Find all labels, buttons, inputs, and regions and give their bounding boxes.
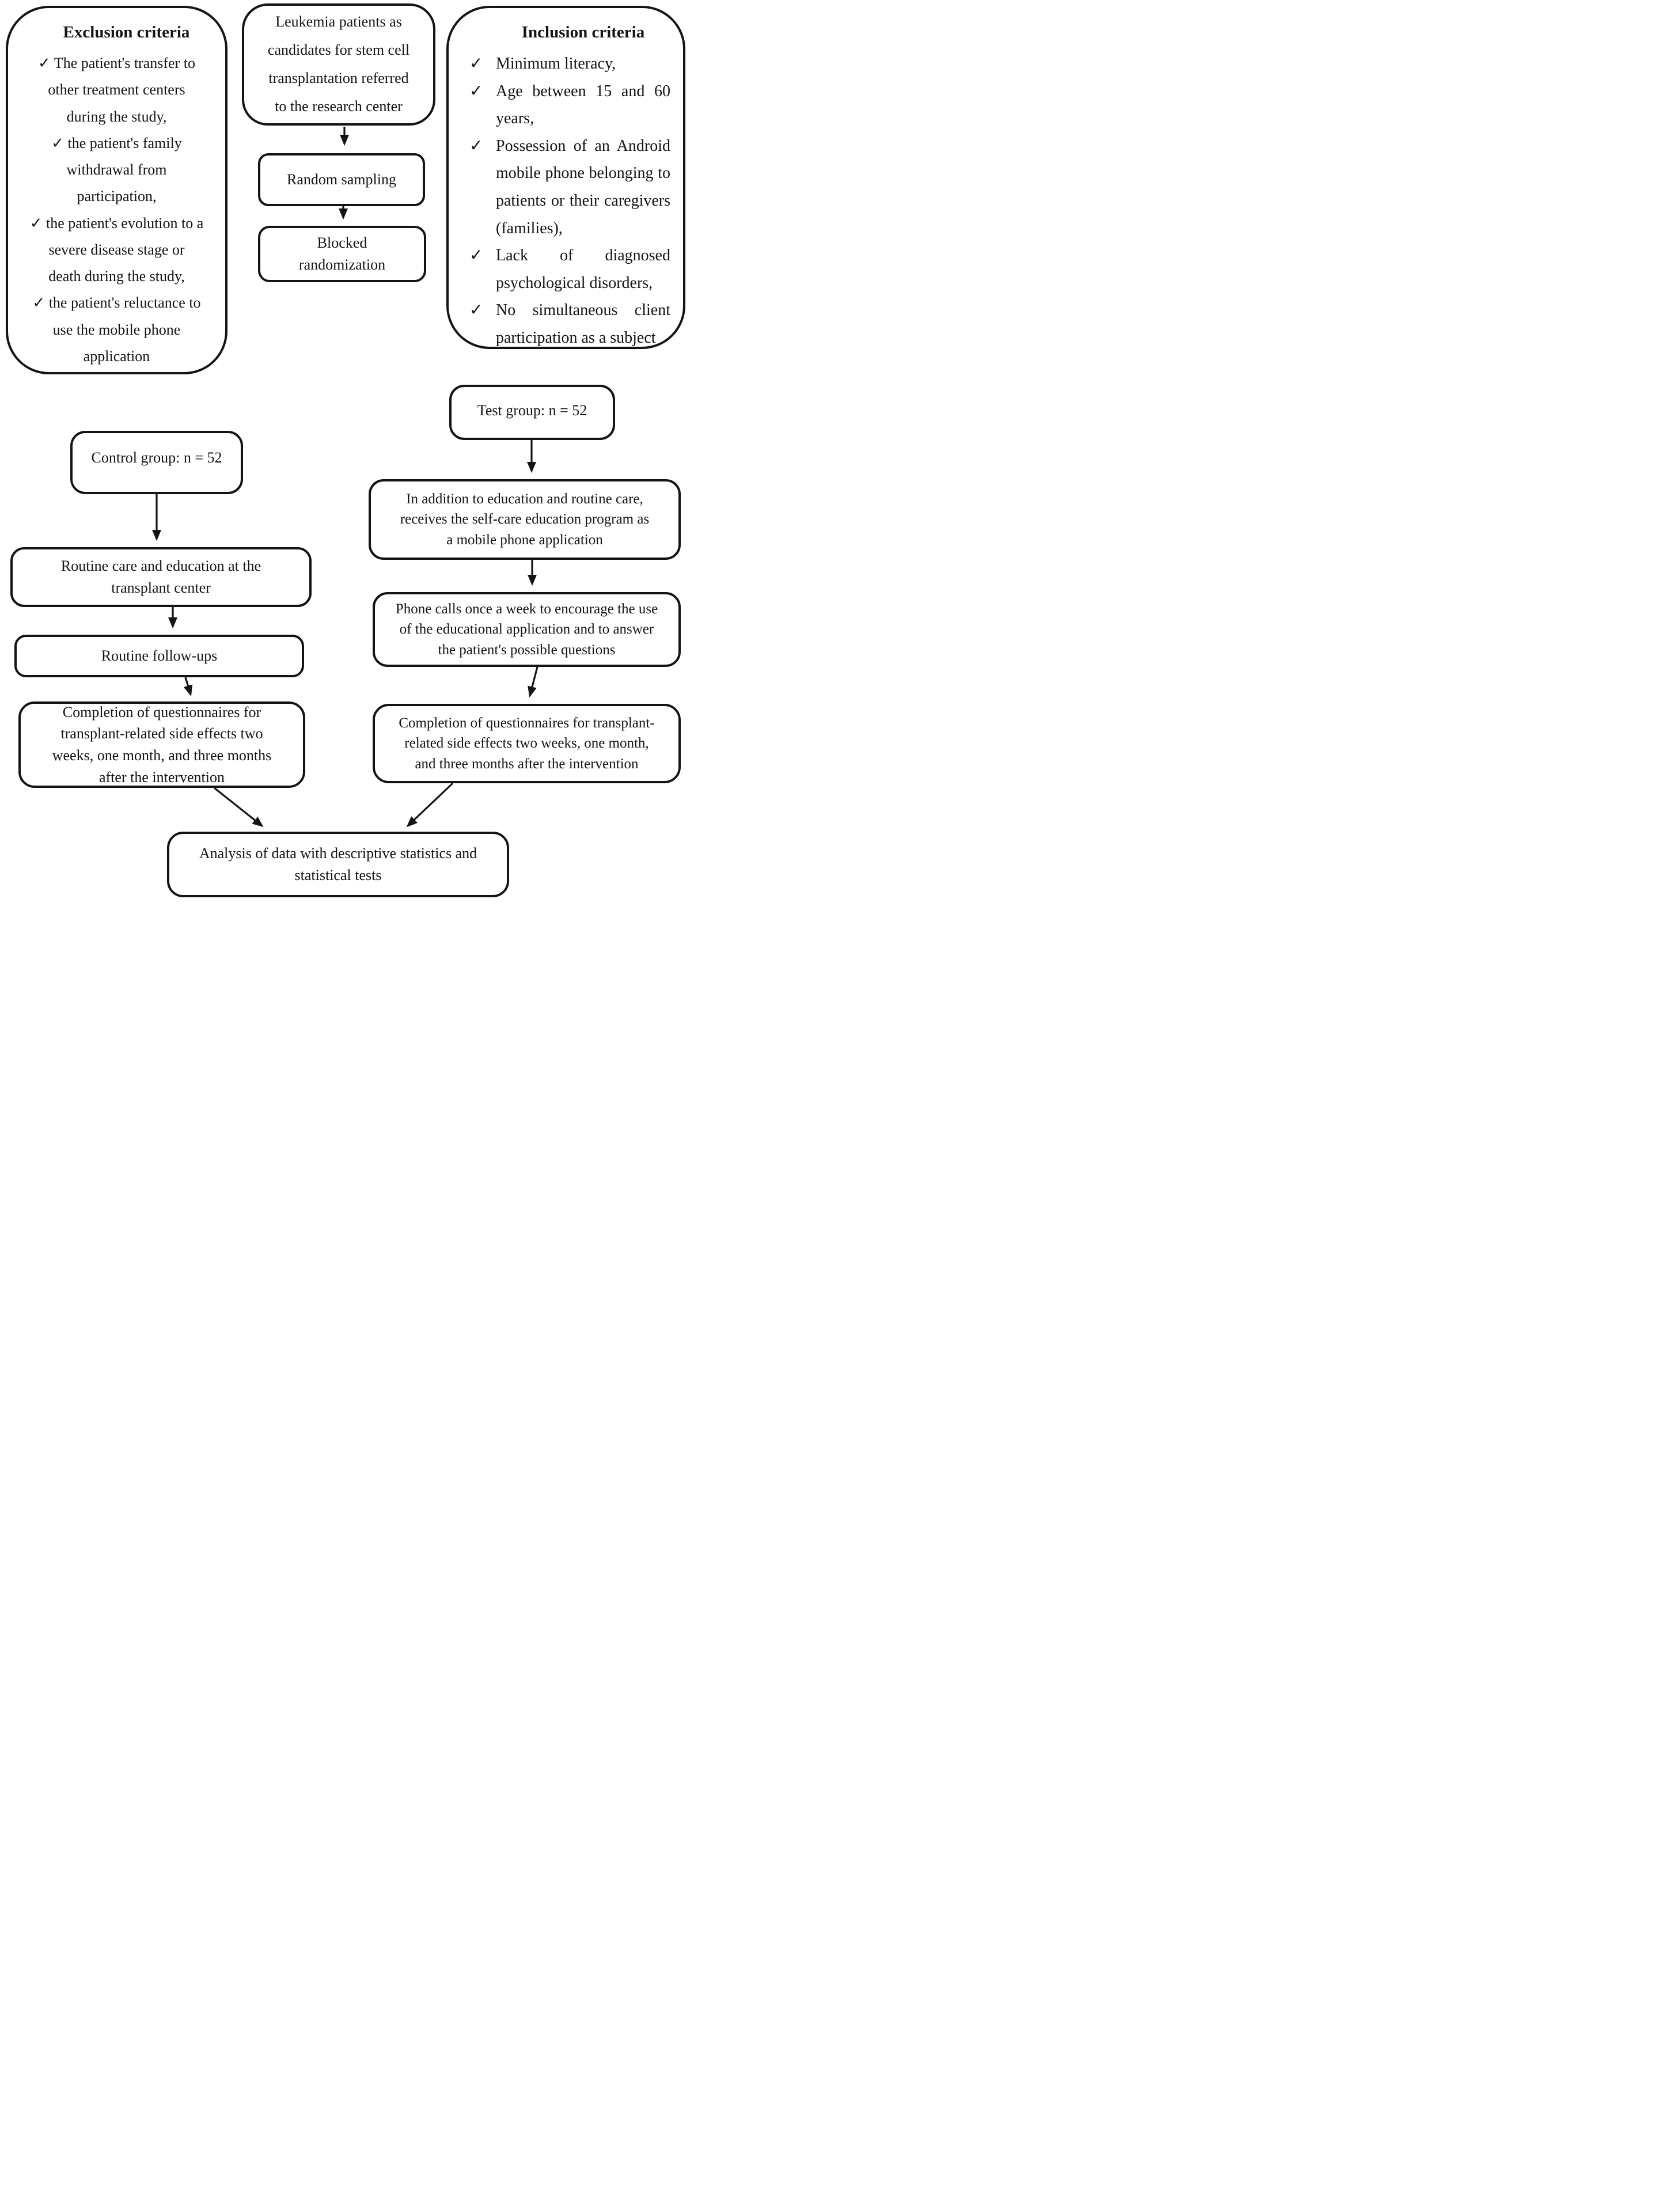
check-icon: ✓ [469, 82, 483, 100]
phone-calls-box: Phone calls once a week to encourage the… [373, 592, 681, 667]
inclusion-criteria-list: ✓ Minimum literacy, ✓ Age between 15 and… [449, 50, 683, 347]
routine-followups-box: Routine follow-ups [14, 635, 304, 677]
check-icon: ✓ [469, 136, 483, 155]
exclusion-item: ✓ the patient's evolution to a severe di… [29, 214, 204, 285]
test-completion-box: Completion of questionnaires for transpl… [373, 704, 681, 783]
check-icon: ✓ [469, 301, 483, 320]
arrow-followups-to-completion [183, 677, 193, 697]
inclusion-item: ✓ No simultaneous client participation a… [469, 297, 670, 347]
arrow-test-completion-to-analysis [406, 782, 454, 828]
exclusion-criteria-title: Exclusion criteria [63, 23, 190, 41]
test-group-box: Test group: n = 52 [449, 385, 615, 440]
inclusion-item: ✓ Age between 15 and 60 years, [469, 78, 670, 132]
exclusion-criteria-box: Exclusion criteria ✓ The patient's trans… [6, 6, 227, 374]
check-icon: ✓ [469, 55, 483, 73]
inclusion-item: ✓ Possession of an Android mobile phone … [469, 132, 670, 242]
control-group-box: Control group: n = 52 [70, 431, 243, 494]
control-completion-box: Completion of questionnaires for transpl… [18, 701, 305, 788]
inclusion-item-text: Possession of an Android mobile phone be… [496, 136, 670, 237]
random-sampling-box: Random sampling [258, 153, 425, 206]
arrow-phone-calls-to-completion [528, 666, 538, 698]
inclusion-item-text: Age between 15 and 60 years, [496, 82, 670, 128]
analysis-box: Analysis of data with descriptive statis… [167, 832, 509, 897]
arrow-control-completion-to-analysis [214, 787, 264, 827]
inclusion-item: ✓ Minimum literacy, [469, 50, 670, 78]
inclusion-item: ✓ Lack of diagnosed psychological disord… [469, 242, 670, 297]
inclusion-item-text: No simultaneous client participation as … [496, 301, 670, 347]
inclusion-criteria-title: Inclusion criteria [521, 23, 645, 41]
exclusion-item: ✓ the patient's reluctance to use the mo… [32, 294, 201, 365]
exclusion-item: ✓ the patient's family withdrawal from p… [51, 134, 182, 205]
inclusion-item-text: Minimum literacy, [496, 55, 616, 73]
test-program-box: In addition to education and routine car… [369, 479, 681, 560]
inclusion-item-text: Lack of diagnosed psychological disorder… [496, 246, 670, 292]
routine-care-box: Routine care and education at the transp… [10, 547, 312, 607]
inclusion-criteria-box: Inclusion criteria ✓ Minimum literacy, ✓… [446, 6, 685, 349]
referral-box: Leukemia patients as candidates for stem… [242, 3, 435, 126]
study-flow-diagram: Exclusion criteria ✓ The patient's trans… [0, 0, 691, 910]
blocked-randomization-box: Blocked randomization [258, 226, 426, 282]
check-icon: ✓ [469, 246, 483, 265]
exclusion-item: ✓ The patient's transfer to other treatm… [38, 55, 195, 125]
